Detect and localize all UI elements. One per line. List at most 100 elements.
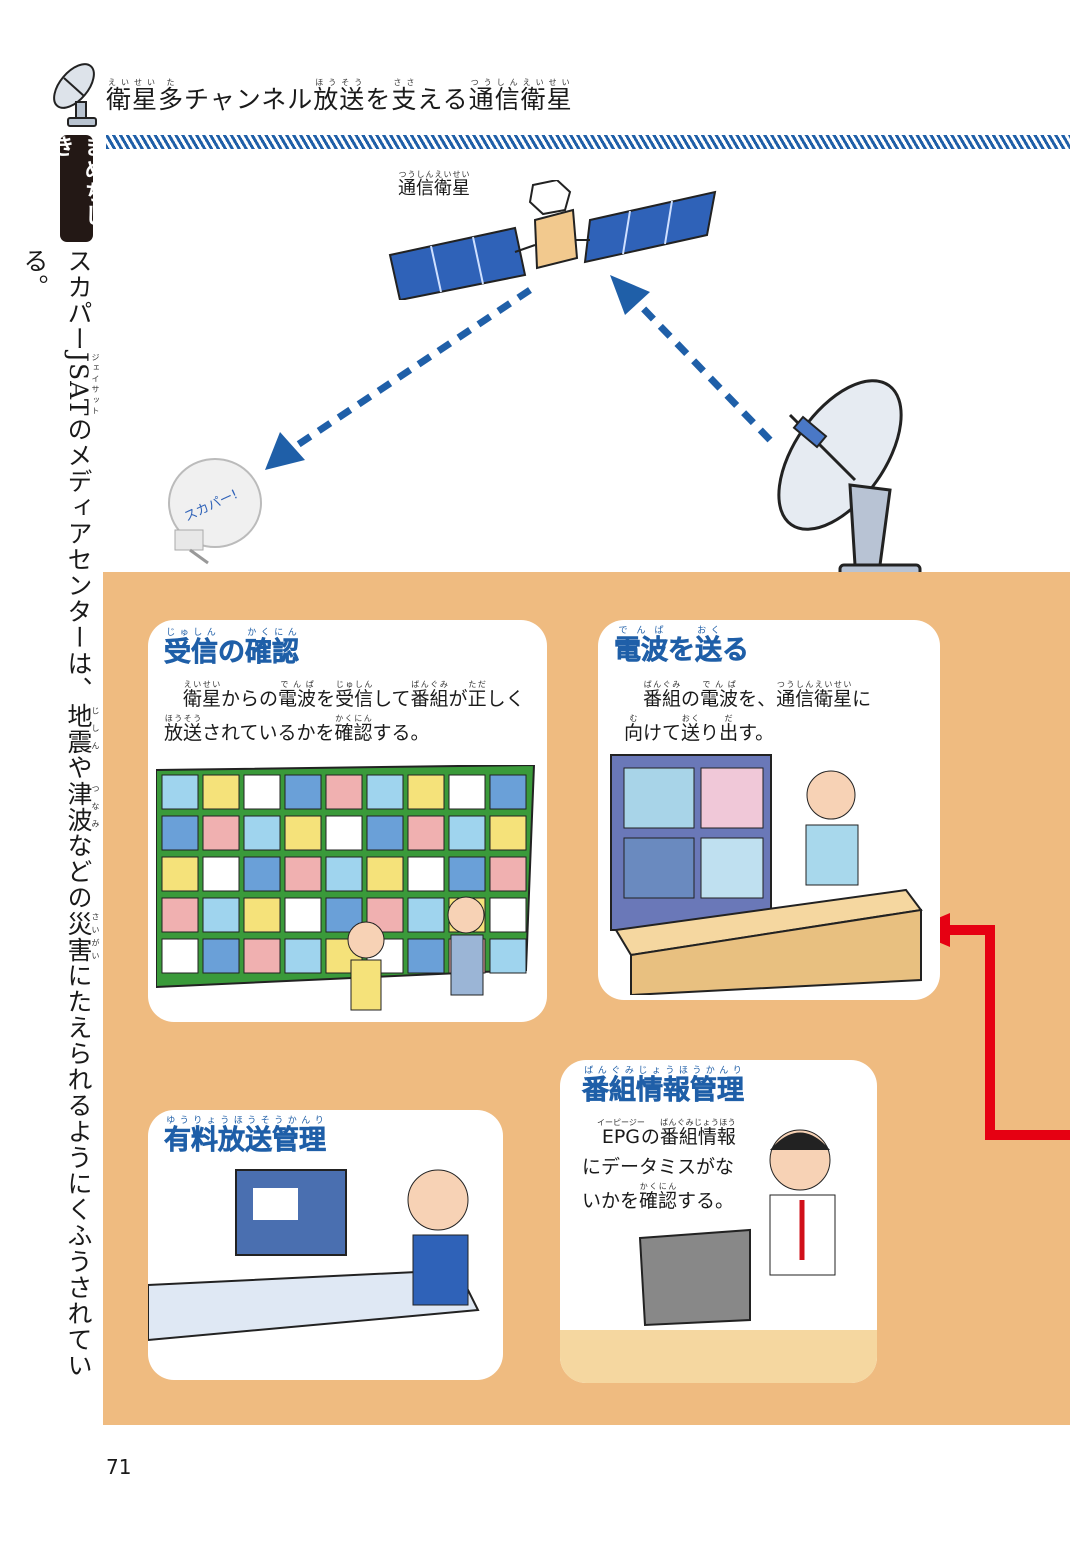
text-run: スカパー — [64, 248, 93, 352]
monitor-screen — [407, 856, 445, 892]
card-title: 有料放送管理ゆうりょうほうそうかんり — [164, 1116, 327, 1157]
ruby-text: 通信衛星つうしんえいせい — [398, 170, 470, 199]
monitor-screen — [161, 774, 199, 810]
ruby-text: 放送ほうそう — [164, 714, 203, 744]
monitor-screen — [325, 774, 363, 810]
monitor-screen — [325, 815, 363, 851]
card-reception-check: 受信じゅしんの確認かくにん 衛星えいせいからの電波でんぱを受信じゅしんして番組ば… — [148, 620, 547, 1022]
page-number: 71 — [106, 1455, 132, 1479]
text-line: EPGイーピージーの番組情報ばんぐみじょうほう — [582, 1118, 736, 1152]
satellite-dish-icon — [53, 63, 97, 127]
ruby-text: EPGイーピージー — [597, 1118, 645, 1148]
satellite-illustration — [388, 180, 717, 300]
text-run: されているかを — [202, 722, 335, 744]
monitor-screen — [243, 856, 281, 892]
monitor-screen — [284, 897, 322, 933]
ruby-text: JSATジェイサット — [64, 352, 100, 417]
text-run: を — [365, 85, 392, 114]
card-program-info-management: 番組情報管理ばんぐみじょうほうかんり EPGイーピージーの番組情報ばんぐみじょう… — [560, 1060, 877, 1383]
text-run: にたえられるようにくふうされている。 — [20, 248, 93, 1379]
text-run: の — [218, 637, 246, 669]
office-man-illustration — [560, 1129, 877, 1383]
ruby-text: 多た — [158, 78, 185, 114]
text-run — [164, 688, 183, 710]
monitor-screen — [161, 938, 199, 974]
ruby-text: 番組ばんぐみ — [643, 680, 682, 710]
ruby-text: 有料放送管理ゆうりょうほうそうかんり — [164, 1116, 327, 1156]
ruby-text: 受信じゅしん — [164, 628, 219, 668]
monitor-screen — [202, 815, 240, 851]
text-run: のメディアセンターは、 — [64, 416, 93, 703]
text-line: いかを確認かくにんする。 — [582, 1182, 736, 1216]
monitor-screen — [407, 938, 445, 974]
ruby-text: 災害さいがい — [64, 910, 100, 963]
text-run: る — [722, 635, 750, 667]
ruby-text: 衛星えいせい — [183, 680, 222, 710]
ruby-text: 地震じしん — [64, 702, 100, 755]
monitor-wall-illustration — [156, 765, 536, 1011]
ruby-text: 支ささ — [391, 78, 418, 114]
text-line: にデータミスがな — [582, 1152, 736, 1182]
text-run: える — [417, 85, 469, 114]
ruby-text: 番組情報管理ばんぐみじょうほうかんり — [582, 1066, 745, 1106]
monitor-screen — [366, 774, 404, 810]
monitor-screen — [489, 938, 527, 974]
text-run: に — [852, 688, 872, 710]
monitor-screen — [202, 897, 240, 933]
ruby-text: 番組情報ばんぐみじょうほう — [659, 1118, 736, 1148]
card-send-signal: 電波でんぱを送おくる 番組ばんぐみの電波でんぱを、通信衛星つうしんえいせいに向む… — [598, 620, 940, 1000]
card-body: 衛星えいせいからの電波でんぱを受信じゅしんして番組ばんぐみが正ただしく放送ほうそ… — [164, 680, 525, 748]
monitor-screen — [489, 774, 527, 810]
text-run — [624, 688, 643, 710]
text-run: り — [700, 722, 720, 744]
text-run: けて — [643, 722, 682, 744]
text-run: を — [316, 688, 336, 710]
text-line: 衛星えいせいからの電波でんぱを受信じゅしんして番組ばんぐみが正ただしく — [164, 680, 525, 714]
text-run: する。 — [372, 722, 430, 744]
ruby-text: 津波つなみ — [64, 780, 100, 833]
monitor-screen — [161, 856, 199, 892]
title-divider — [106, 135, 1070, 149]
text-run: す。 — [738, 722, 775, 744]
text-run: を、 — [738, 688, 777, 710]
page-title: 衛星えいせい多たチャンネル放送ほうそうを支ささえる通信衛星つうしんえいせい — [106, 78, 573, 116]
control-room-illustration — [610, 754, 923, 995]
card-title: 番組情報管理ばんぐみじょうほうかんり — [582, 1066, 745, 1107]
card-pay-broadcast-management: 有料放送管理ゆうりょうほうそうかんり — [148, 1110, 503, 1380]
ruby-text: 番組ばんぐみ — [410, 680, 449, 710]
monitor-screen — [407, 815, 445, 851]
text-run: いかを — [582, 1190, 640, 1212]
monitor-screen — [284, 856, 322, 892]
text-run: チャンネル — [184, 85, 314, 114]
monitor-screen — [202, 774, 240, 810]
ruby-text: 出だ — [719, 714, 739, 744]
home-dish-illustration: スカパー! — [168, 458, 262, 565]
text-run: からの — [221, 688, 279, 710]
text-run: して — [373, 688, 411, 710]
card-title: 電波でんぱを送おくる — [614, 626, 750, 667]
uplink-dish-illustration — [777, 379, 922, 587]
card-title: 受信じゅしんの確認かくにん — [164, 628, 300, 669]
text-run: の — [640, 1126, 660, 1148]
monitor-screen — [243, 897, 281, 933]
monitor-screen — [325, 856, 363, 892]
ruby-text: 確認かくにん — [245, 628, 300, 668]
ruby-text: 衛星えいせい — [106, 78, 159, 114]
monitor-screen — [366, 815, 404, 851]
monitor-screen — [407, 774, 445, 810]
text-run: を — [668, 635, 696, 667]
card-body: 番組ばんぐみの電波でんぱを、通信衛星つうしんえいせいに向むけて送おくり出だす。 — [624, 680, 871, 748]
ruby-text: 送おく — [681, 714, 701, 744]
trivia-text: スカパーJSATジェイサットのメディアセンターは、地震じしんや津波つなみなどの災… — [20, 248, 100, 1408]
office-girl-illustration — [148, 1169, 480, 1342]
ruby-text: 正ただ — [467, 680, 487, 710]
monitor-screen — [448, 774, 486, 810]
text-run: や — [64, 754, 93, 781]
text-run: にデータミスがな — [582, 1156, 735, 1178]
text-run: しく — [486, 688, 525, 710]
monitor-screen — [448, 815, 486, 851]
text-run: する。 — [677, 1190, 735, 1212]
monitor-screen — [243, 774, 281, 810]
monitor-screen — [243, 938, 281, 974]
ruby-text: 放送ほうそう — [313, 78, 366, 114]
